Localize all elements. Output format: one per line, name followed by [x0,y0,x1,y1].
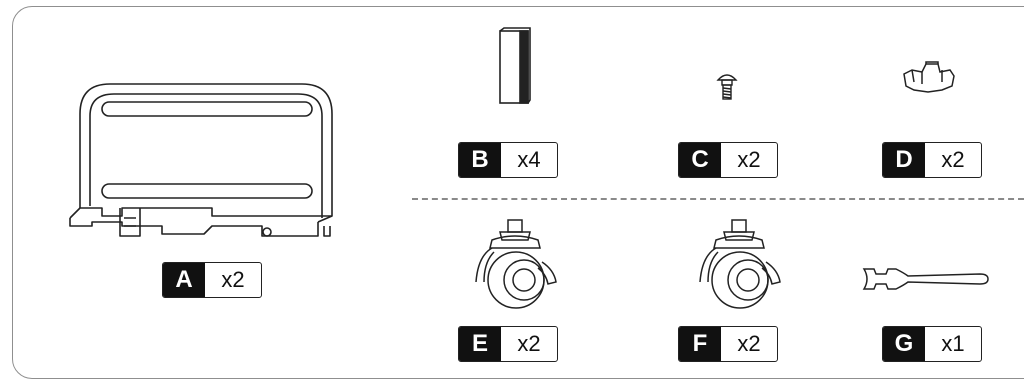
part-letter: D [883,143,925,177]
part-label-f: F x2 [678,326,778,362]
caster-wheel-icon [690,218,790,310]
wrench-icon [862,264,992,292]
part-quantity: x4 [517,147,541,172]
part-quantity: x2 [737,331,761,356]
part-quantity: x2 [517,331,541,356]
caster-wheel-icon [466,218,566,310]
spacer-block-icon [498,27,532,106]
part-letter: B [459,143,501,177]
part-label-g: G x1 [882,326,982,362]
part-quantity: x2 [221,267,245,292]
part-label-c: C x2 [678,142,778,178]
parts-panel [12,6,1024,379]
part-quantity: x2 [737,147,761,172]
bracket-plate-icon [62,76,352,241]
part-label-a: A x2 [162,262,262,298]
part-letter: G [883,327,925,361]
part-letter: C [679,143,721,177]
carriage-bolt-icon [716,72,738,102]
part-letter: A [163,263,205,297]
knob-nut-icon [898,60,958,96]
part-quantity: x2 [941,147,965,172]
part-label-e: E x2 [458,326,558,362]
part-letter: F [679,327,721,361]
part-letter: E [459,327,501,361]
part-quantity: x1 [941,331,965,356]
part-label-b: B x4 [458,142,558,178]
section-divider [412,198,1024,200]
part-label-d: D x2 [882,142,982,178]
